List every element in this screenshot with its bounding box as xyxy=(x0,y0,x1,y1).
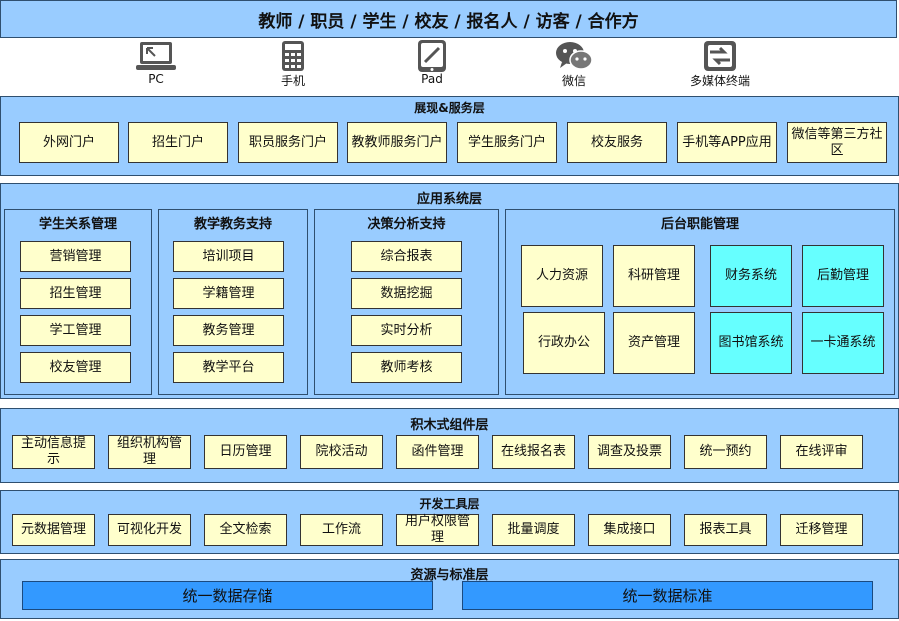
service-box: 教教师服务门户 xyxy=(347,122,447,163)
device-label: 微信 xyxy=(561,74,586,88)
app-box: 教师考核 xyxy=(351,352,462,383)
app-box: 校友管理 xyxy=(20,352,131,383)
service-box: 外网门户 xyxy=(19,122,119,163)
app-box: 培训项目 xyxy=(173,241,284,272)
backend-box-highlight: 图书馆系统 xyxy=(710,312,792,374)
app-box: 数据挖掘 xyxy=(351,278,462,309)
service-box: 学生服务门户 xyxy=(457,122,557,163)
device-phone: 手机 xyxy=(268,40,318,92)
backend-box: 资产管理 xyxy=(613,312,695,374)
component-box: 统一预约 xyxy=(684,435,767,469)
app-box: 教学平台 xyxy=(173,352,284,383)
unified-data-standard-box: 统一数据标准 xyxy=(462,581,873,610)
devtool-box: 批量调度 xyxy=(492,514,575,546)
panel-title: 教学教务支持 xyxy=(193,217,272,232)
calculator-phone-icon xyxy=(282,41,304,71)
panel-title: 后台职能管理 xyxy=(660,217,739,232)
component-box: 函件管理 xyxy=(396,435,479,469)
wechat-icon xyxy=(556,42,593,70)
devtools-layer-title: 开发工具层 xyxy=(419,497,480,511)
device-wechat: 微信 xyxy=(549,40,599,92)
backend-box: 科研管理 xyxy=(613,245,695,307)
component-box: 调查及投票 xyxy=(588,435,671,469)
backend-box: 人力资源 xyxy=(521,245,603,307)
panel-title: 学生关系管理 xyxy=(38,217,117,232)
app-box: 实时分析 xyxy=(351,315,462,346)
component-box: 在线评审 xyxy=(780,435,863,469)
unified-data-storage-box: 统一数据存储 xyxy=(22,581,433,610)
tablet-icon xyxy=(418,40,446,72)
component-box: 日历管理 xyxy=(204,435,287,469)
service-box: 手机等APP应用 xyxy=(677,122,777,163)
user-groups-title: 教师 / 职员 / 学生 / 校友 / 报名人 / 访客 / 合作方 xyxy=(258,11,639,32)
devtool-box: 全文检索 xyxy=(204,514,287,546)
laptop-icon xyxy=(136,42,176,70)
device-label: PC xyxy=(148,72,164,86)
app-box: 学工管理 xyxy=(20,315,131,346)
top-user-bar: 教师 / 职员 / 学生 / 校友 / 报名人 / 访客 / 合作方 xyxy=(0,0,897,38)
service-box: 职员服务门户 xyxy=(238,122,338,163)
devtool-box: 可视化开发 xyxy=(108,514,191,546)
device-media-terminal: 多媒体终端 xyxy=(680,40,760,92)
devtool-box: 工作流 xyxy=(300,514,383,546)
component-box: 主动信息提示 xyxy=(12,435,95,469)
panel-title: 决策分析支持 xyxy=(367,217,446,232)
app-box: 学籍管理 xyxy=(173,278,284,309)
application-layer-title: 应用系统层 xyxy=(416,192,482,207)
devtool-box: 迁移管理 xyxy=(780,514,863,546)
service-box: 招生门户 xyxy=(128,122,228,163)
component-box: 在线报名表 xyxy=(492,435,575,469)
service-box: 微信等第三方社区 xyxy=(787,122,887,163)
resources-layer-title: 资源与标准层 xyxy=(410,568,489,583)
devtool-box: 集成接口 xyxy=(588,514,671,546)
app-box: 营销管理 xyxy=(20,241,131,272)
component-box: 组织机构管理 xyxy=(108,435,191,469)
backend-box: 行政办公 xyxy=(523,312,605,374)
app-box: 教务管理 xyxy=(173,315,284,346)
device-label: Pad xyxy=(421,72,443,86)
device-pad: Pad xyxy=(407,40,457,92)
devtool-box: 报表工具 xyxy=(684,514,767,546)
device-label: 多媒体终端 xyxy=(689,74,750,88)
app-box: 综合报表 xyxy=(351,241,462,272)
devtool-box: 用户权限管理 xyxy=(396,514,479,546)
backend-box-highlight: 财务系统 xyxy=(710,245,792,307)
backend-box-highlight: 一卡通系统 xyxy=(802,312,884,374)
device-pc: PC xyxy=(131,40,181,92)
device-label: 手机 xyxy=(280,74,305,88)
devtool-box: 元数据管理 xyxy=(12,514,95,546)
media-terminal-icon xyxy=(704,41,736,71)
components-layer-title: 积木式组件层 xyxy=(410,418,489,433)
backend-box-highlight: 后勤管理 xyxy=(802,245,884,307)
service-box: 校友服务 xyxy=(567,122,667,163)
presentation-layer-title: 展现&服务层 xyxy=(414,101,485,115)
component-box: 院校活动 xyxy=(300,435,383,469)
app-box: 招生管理 xyxy=(20,278,131,309)
